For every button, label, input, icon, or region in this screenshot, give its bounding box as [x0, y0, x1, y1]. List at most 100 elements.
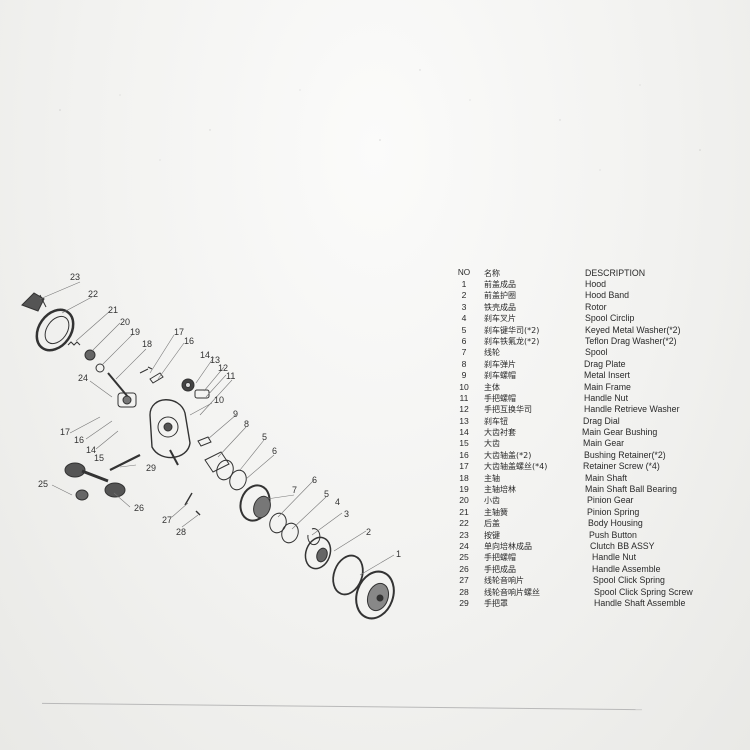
part-name-cn: 主轴培林	[484, 485, 516, 495]
part-description: Retainer Screw (*4)	[583, 461, 660, 472]
part-name-cn: 铁壳成品	[484, 302, 516, 312]
part-number: 16	[459, 449, 469, 460]
part-number: 13	[459, 415, 469, 426]
part-description: Handle Shaft Assemble	[594, 597, 686, 608]
part-description: Drag Dial	[583, 415, 620, 426]
part-description: Spool Circlip	[585, 313, 635, 324]
callout-5a: 5	[262, 432, 267, 442]
callout-17b: 17	[60, 427, 70, 437]
part-pinion-gear	[84, 349, 96, 361]
part-number: 2	[461, 290, 467, 301]
part-description: Spool Click Spring Screw	[594, 586, 693, 597]
callout-11: 11	[226, 371, 235, 381]
part-number: 3	[461, 301, 467, 312]
part-number: 24	[459, 540, 469, 551]
part-description: Push Button	[589, 529, 637, 540]
part-description: Main Gear Bushing	[582, 427, 658, 438]
part-number: 29	[459, 597, 469, 608]
part-name-cn: 刹车钮	[484, 416, 508, 426]
part-hood-band	[332, 554, 364, 596]
part-number: 20	[459, 495, 469, 506]
part-drag-plate	[204, 451, 230, 473]
part-number: 23	[459, 529, 469, 540]
part-name-cn: 小齿	[484, 496, 500, 506]
part-number: 5	[461, 324, 467, 335]
part-body-housing	[35, 308, 75, 352]
part-description: Main Frame	[584, 381, 631, 392]
callout-3: 3	[344, 509, 349, 519]
callout-21: 21	[108, 305, 118, 315]
part-name-cn: 线轮音响片	[484, 576, 524, 586]
part-description: Main Shaft Ball Bearing	[585, 484, 677, 495]
callout-12: 12	[218, 363, 228, 373]
part-name-cn: 前盖护圈	[484, 291, 516, 301]
callout-26: 26	[134, 503, 144, 513]
part-name-cn: 主轴簧	[484, 507, 508, 517]
callout-15: 15	[94, 453, 104, 463]
part-description: Drag Plate	[584, 358, 626, 369]
callout-28: 28	[176, 527, 186, 537]
part-description: Main Shaft	[585, 472, 628, 483]
part-number: 6	[461, 335, 467, 346]
callout-18: 18	[142, 339, 152, 349]
part-description: Handle Retrieve Washer	[584, 404, 680, 415]
part-description: Pinion Gear	[587, 495, 634, 506]
part-number: 9	[461, 370, 467, 381]
part-name-cn: 主轴	[484, 473, 500, 483]
part-main-shaft-bearing	[95, 363, 105, 373]
part-description: Body Housing	[588, 518, 643, 529]
callout-14b: 14	[86, 445, 96, 455]
parts-list-header: NO 名称 DESCRIPTION	[452, 268, 742, 279]
part-name-cn: 刹车弹片	[484, 359, 516, 369]
part-description: Hood Band	[585, 290, 630, 301]
part-retainer-screw	[139, 366, 153, 374]
part-name-cn: 手把螺帽	[484, 393, 516, 403]
part-name-cn: 手把罩	[484, 598, 508, 608]
leader-lines	[39, 281, 395, 576]
callout-16b: 16	[74, 435, 84, 445]
callout-14: 14	[200, 350, 210, 360]
part-description: Keyed Metal Washer(*2)	[585, 324, 681, 335]
paper-speckle	[59, 69, 701, 171]
callout-8: 8	[244, 419, 249, 429]
part-description: Handle Assemble	[592, 563, 661, 574]
callout-17: 17	[174, 327, 184, 337]
part-number: 19	[459, 484, 469, 495]
part-description: Clutch BB ASSY	[590, 540, 655, 551]
parts-list-row: 20 小齿 Pinion Gear	[452, 495, 742, 506]
parts-list-row: 29 手把罩 Handle Shaft Assemble	[452, 598, 742, 609]
part-number: 15	[459, 438, 469, 449]
parts-list-row: 13 刹车钮 Drag Dial	[452, 416, 742, 427]
part-name-cn: 刹车铁氟龙(*2)	[484, 336, 540, 346]
part-number: 18	[459, 472, 469, 483]
part-description: Hood	[585, 279, 607, 289]
callout-1: 1	[396, 549, 401, 559]
parts-list-row: 19 主轴培林 Main Shaft Ball Bearing	[452, 484, 742, 495]
part-spool	[239, 484, 271, 522]
part-number: 1	[461, 279, 467, 289]
part-name-cn: 大齿衬套	[484, 428, 516, 438]
callout-29: 29	[146, 463, 156, 473]
part-name-cn: 刹车叉片	[484, 314, 516, 324]
part-spool-circlip	[307, 528, 321, 546]
part-rotor	[304, 536, 332, 570]
part-description: Bushing Retainer(*2)	[584, 449, 666, 460]
